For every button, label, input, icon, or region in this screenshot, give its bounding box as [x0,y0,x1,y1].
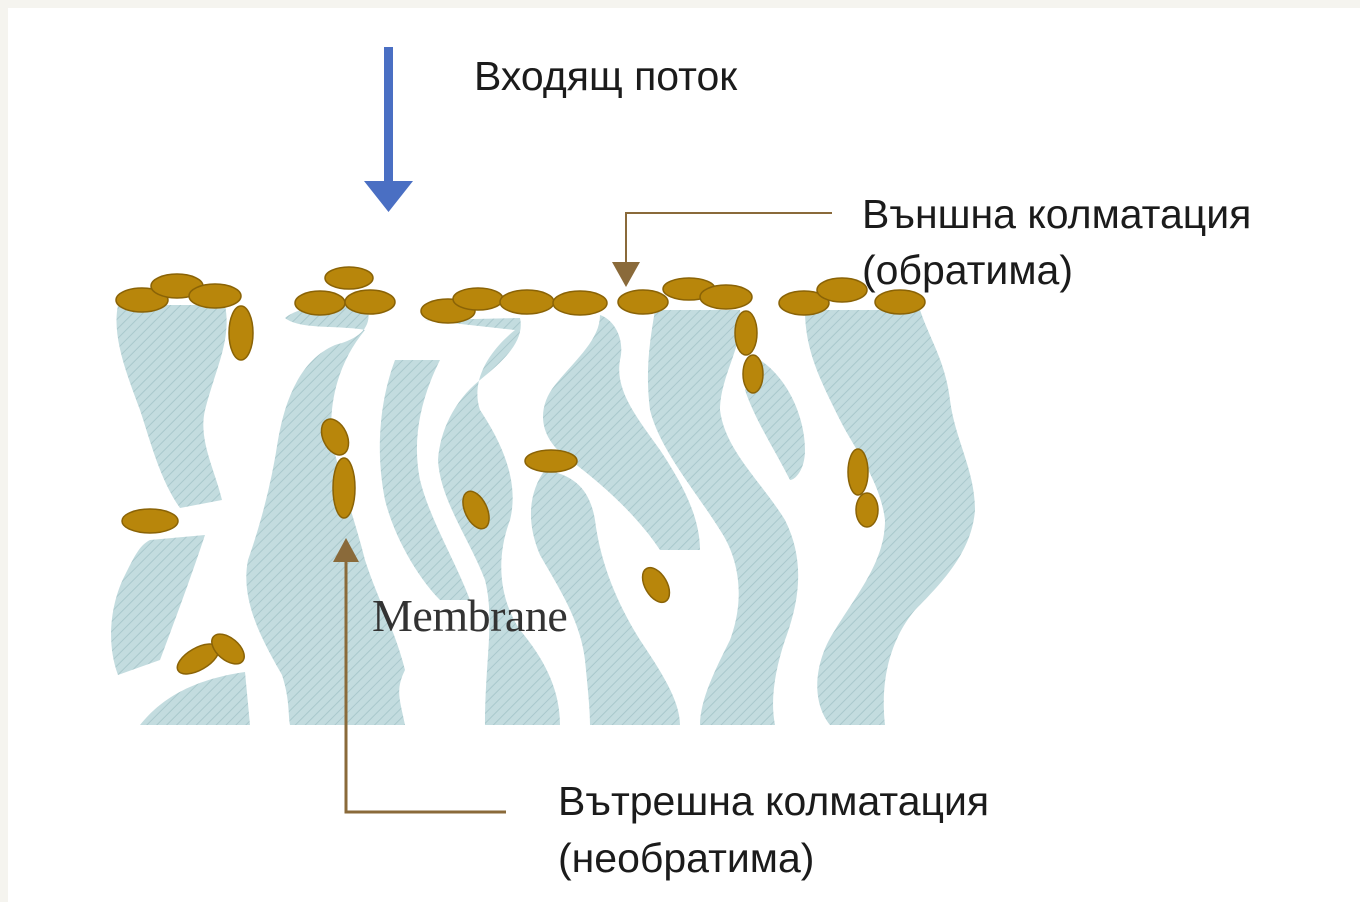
particle [525,450,577,472]
incoming-flow-label: Входящ поток [474,48,737,104]
particle [856,493,878,527]
membrane-label: Membrane [372,588,567,644]
membrane-column [140,672,250,725]
particle [817,278,867,302]
particle [122,509,178,533]
external-fouling-pointer [612,213,832,287]
external-fouling-label: Външна колматация [862,186,1251,242]
particle [848,449,868,495]
particle [743,355,763,393]
particle [735,311,757,355]
particle [700,285,752,309]
particle [295,291,345,315]
particle [229,306,253,360]
particle [637,563,675,607]
internal-fouling-note: (необратима) [558,830,814,886]
flow-arrow-down [364,47,413,212]
membrane-column [246,306,405,725]
membrane-column [805,310,975,725]
particle [345,290,395,314]
particle [500,290,554,314]
particle [453,288,503,310]
membrane-column [117,305,227,508]
particle [333,458,355,518]
particle [618,290,668,314]
internal-fouling-label: Вътрешна колматация [558,773,989,829]
particle [189,284,241,308]
particle [325,267,373,289]
external-fouling-note: (обратима) [862,242,1073,298]
particle [553,291,607,315]
